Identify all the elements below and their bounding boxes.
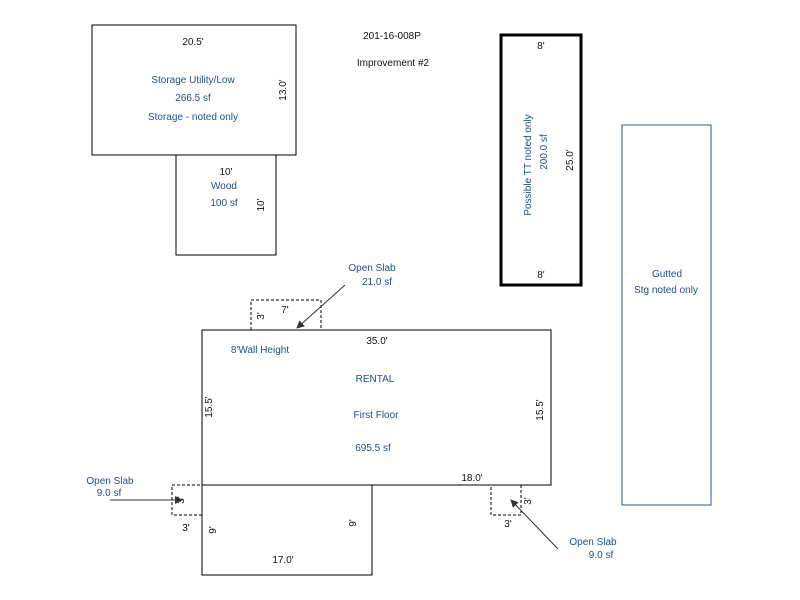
rental-left-dim: 15.5' <box>204 396 215 417</box>
gutted-building-outline <box>621 124 712 506</box>
gutted-line1: Gutted <box>652 269 682 280</box>
gutted-line2: Stg noted only <box>634 285 698 296</box>
open-slab-right-depth-dim: 3' <box>523 497 534 505</box>
rental-floor: First Floor <box>354 410 400 421</box>
rental-right-dim: 15.5' <box>535 399 546 420</box>
open-slab-right-width-dim: 3' <box>504 519 512 530</box>
rental-lower-left-dim: 9' <box>208 526 219 534</box>
rental-lower-outline <box>201 484 373 576</box>
possible-tt-top-dim: 8' <box>537 41 545 52</box>
rental-lower-right-dim: 18.0' <box>461 473 482 484</box>
possible-tt-outline <box>499 33 583 287</box>
possible-tt-bottom-dim: 8' <box>537 270 545 281</box>
possible-tt-name: Possible TT noted only <box>523 114 534 215</box>
storage-name: Storage Utility/Low <box>151 75 235 86</box>
storage-depth-dim: 13.0' <box>278 79 289 100</box>
open-slab-right-arrow <box>510 499 559 550</box>
open-slab-top-depth-dim: 3' <box>256 312 267 320</box>
possible-tt-area: 200.0 sf <box>539 134 550 170</box>
wood-area: 100 sf <box>210 198 237 209</box>
rental-name: RENTAL <box>356 374 395 385</box>
rental-lower-right-side-dim: 9' <box>348 519 359 527</box>
open-slab-top-arrow <box>296 284 346 329</box>
open-slab-top-label: Open Slab <box>348 263 396 274</box>
open-slab-top-width-dim: 7' <box>281 305 289 316</box>
open-slab-top-outline <box>250 299 322 331</box>
rental-main-outline <box>201 329 552 486</box>
rental-wall-height: 8'Wall Height <box>231 345 289 356</box>
possible-tt-length-dim: 25.0' <box>565 149 576 170</box>
storage-note: Storage - noted only <box>148 112 238 123</box>
open-slab-right-label: Open Slab <box>569 537 617 548</box>
open-slab-left-label: Open Slab <box>86 476 134 487</box>
rental-top-dim: 35.0' <box>366 336 387 347</box>
wood-depth-dim: 10' <box>256 198 267 211</box>
open-slab-right-outline <box>490 484 522 516</box>
wood-width-dim: 10' <box>219 167 232 178</box>
improvement-label: Improvement #2 <box>357 58 430 69</box>
storage-width-dim: 20.5' <box>182 37 203 48</box>
storage-area: 266.5 sf <box>175 93 211 104</box>
rental-area: 695.5 sf <box>355 443 391 454</box>
open-slab-left-width-dim: 3' <box>182 523 190 534</box>
open-slab-top-area: 21.0 sf <box>362 277 392 288</box>
open-slab-right-area: 9.0 sf <box>589 550 614 561</box>
wood-deck-outline <box>175 154 277 256</box>
rental-bottom-dim: 17.0' <box>272 555 293 566</box>
open-slab-left-area: 9.0 sf <box>97 488 122 499</box>
parcel-id: 201-16-008P <box>363 31 421 42</box>
wood-name: Wood <box>211 181 237 192</box>
